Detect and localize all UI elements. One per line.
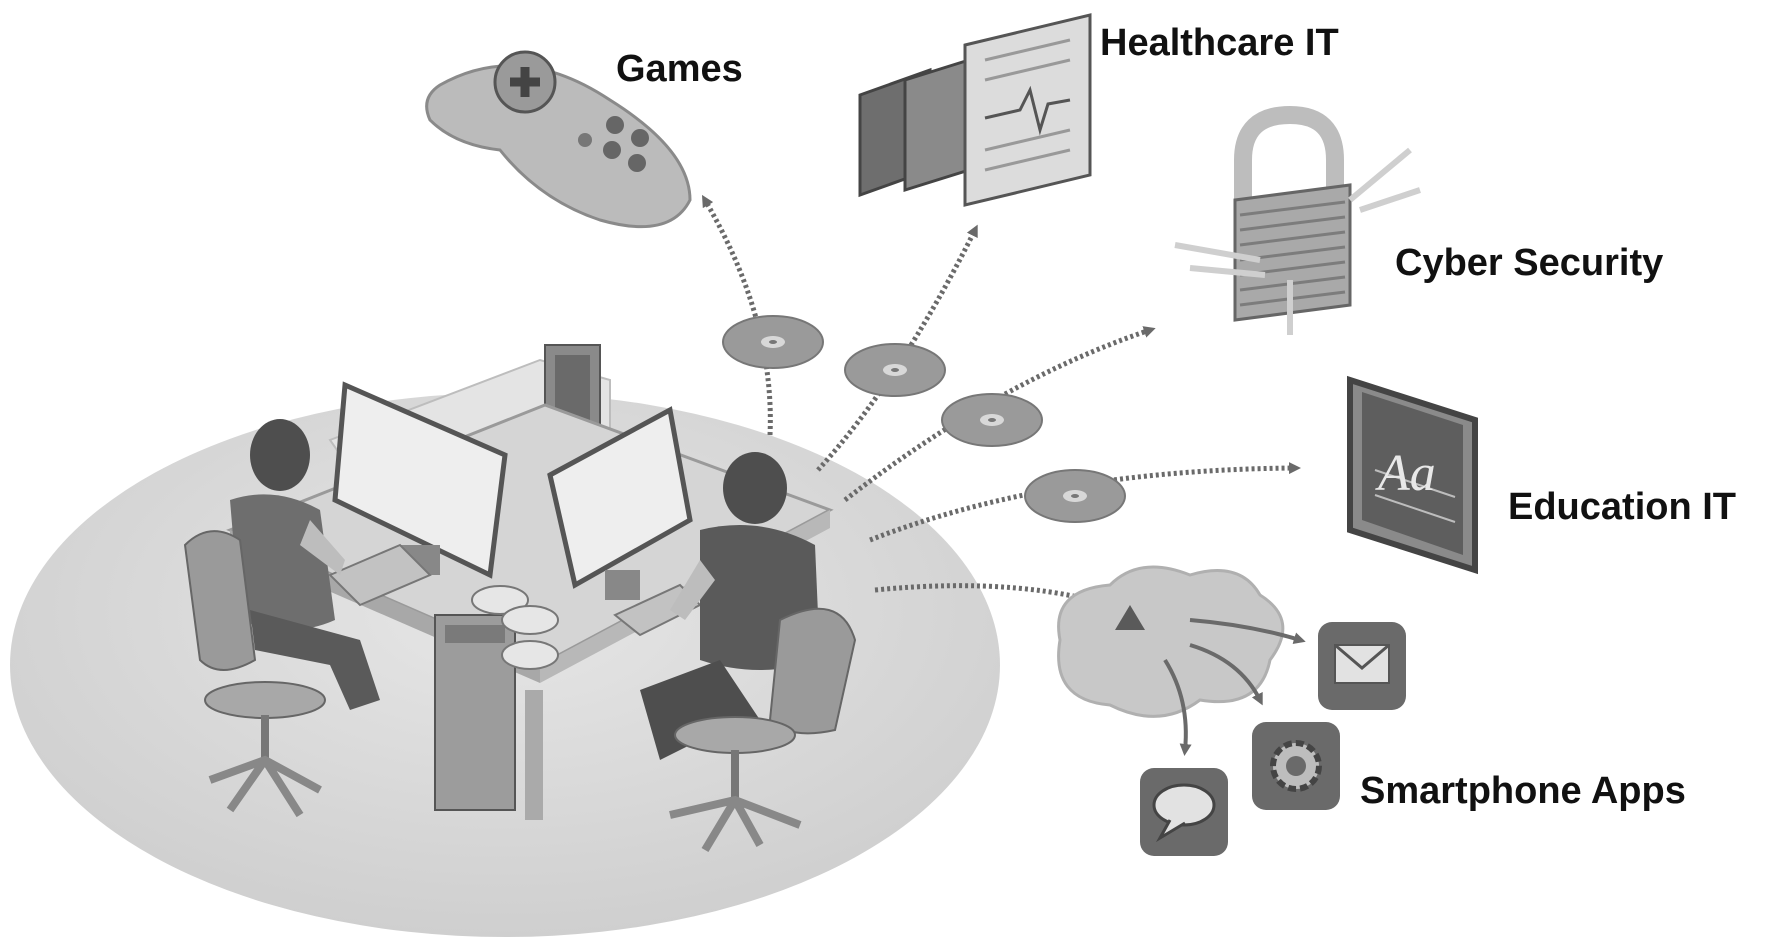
app-arrows: [1163, 618, 1306, 756]
smartphone-apps-label: Smartphone Apps: [1360, 770, 1686, 812]
chat-bubble-icon: [1140, 768, 1228, 856]
arrow-to-education: [869, 462, 1301, 543]
mail-icon: [1318, 622, 1406, 710]
cd-disc-icon: [722, 315, 1126, 523]
padlock-icon: [1174, 105, 1421, 335]
healthcare-it-label: Healthcare IT: [1100, 22, 1339, 64]
medical-monitors-icon: [858, 13, 1092, 207]
left-developer: [183, 419, 380, 818]
svg-text:Aa: Aa: [1375, 445, 1436, 502]
cloud-icon: [1057, 565, 1285, 718]
developers-illustration: [183, 344, 857, 853]
education-it-label: Education IT: [1508, 486, 1736, 528]
gamepad-icon: [425, 50, 692, 229]
arrow-to-cyber: [843, 326, 1156, 502]
settings-gear-icon: [1252, 722, 1340, 810]
right-developer: [640, 452, 857, 853]
cyber-security-label: Cyber Security: [1395, 242, 1664, 284]
chalkboard-icon: Aa: [1347, 375, 1478, 575]
games-label: Games: [616, 48, 743, 90]
